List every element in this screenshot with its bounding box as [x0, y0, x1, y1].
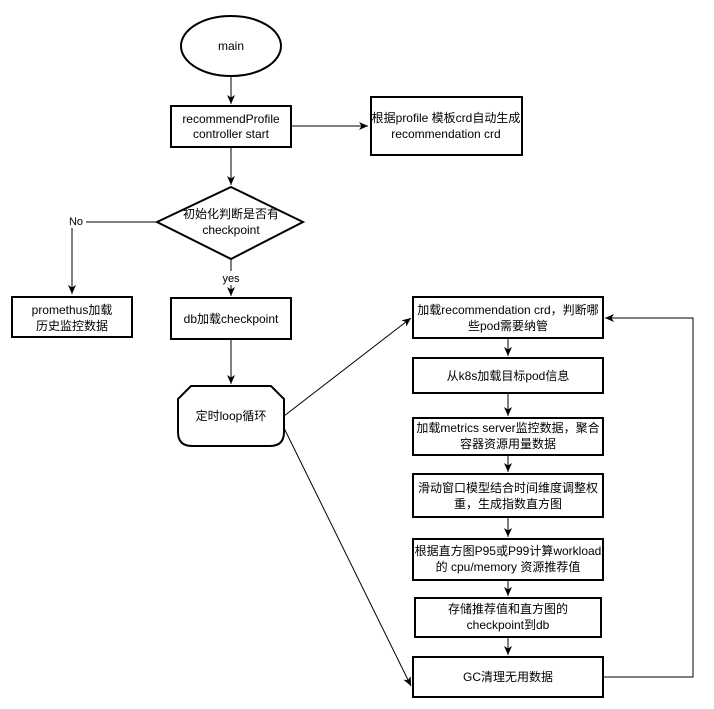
init-check-diamond	[154, 185, 306, 261]
load-pod-label: 从k8s加载目标pod信息	[447, 368, 570, 383]
sliding-line2: 重，生成指数直方图	[454, 496, 562, 511]
histogram-line1: 根据直方图P95或P99计算workload	[415, 543, 602, 558]
node-gc: GC清理无用数据	[412, 656, 604, 698]
prometheus-line2: 历史监控数据	[36, 318, 108, 333]
edge-label-yes: yes	[222, 273, 240, 285]
recommend-profile-line1: recommendProfile	[182, 112, 280, 126]
node-loop: 定时loop循环	[177, 385, 285, 447]
loop-shape	[177, 385, 285, 447]
gc-box	[412, 656, 604, 698]
main-ellipse	[180, 15, 282, 77]
node-histogram: 根据直方图P95或P99计算workload 的 cpu/memory 资源推荐…	[412, 538, 604, 581]
auto-generate-box	[370, 96, 523, 156]
edge-label-no: No	[69, 216, 83, 228]
edge-label-yes-bg	[218, 271, 244, 285]
connectors	[68, 76, 694, 687]
edge-gc-loopback	[603, 314, 694, 678]
recommend-profile-line2: controller start	[193, 127, 270, 141]
node-main: main	[180, 15, 282, 77]
node-sliding: 滑动窗口模型结合时间维度调整权 重，生成指数直方图	[412, 473, 604, 518]
metrics-line1: 加载metrics server监控数据，聚合	[416, 420, 599, 435]
auto-generate-line1: 根据profile 模板crd自动生成	[372, 111, 521, 125]
edge-loop-to-gc	[283, 427, 412, 687]
node-recommend-profile: recommendProfile controller start	[170, 105, 292, 148]
sliding-line1: 滑动窗口模型结合时间维度调整权	[418, 480, 598, 495]
store-line1: 存储推荐值和直方图的	[448, 601, 568, 616]
recommend-profile-box	[170, 105, 292, 148]
load-pod-box	[412, 357, 604, 394]
db-load-box	[170, 297, 292, 340]
store-box	[414, 597, 602, 638]
metrics-box	[412, 417, 604, 456]
node-init-check: 初始化判断是否有 checkpoint	[154, 185, 306, 261]
node-db-load: db加载checkpoint	[170, 297, 292, 340]
db-load-label: db加载checkpoint	[184, 312, 279, 326]
load-crd-line2: 些pod需要纳管	[468, 318, 548, 333]
edge-label-no-bg	[66, 214, 86, 228]
prometheus-box	[11, 296, 133, 338]
gc-label: GC清理无用数据	[463, 669, 553, 684]
edge-initcheck-no	[68, 221, 157, 294]
load-crd-line1: 加载recommendation crd，判断哪	[417, 302, 598, 317]
node-auto-generate: 根据profile 模板crd自动生成 recommendation crd	[370, 96, 523, 156]
node-store: 存储推荐值和直方图的 checkpoint到db	[414, 597, 602, 638]
sliding-box	[412, 473, 604, 518]
loop-label: 定时loop循环	[196, 408, 267, 423]
node-prometheus: promethus加载 历史监控数据	[11, 296, 133, 338]
metrics-line2: 容器资源用量数据	[460, 436, 556, 451]
auto-generate-line2: recommendation crd	[391, 127, 500, 141]
node-metrics: 加载metrics server监控数据，聚合 容器资源用量数据	[412, 417, 604, 456]
histogram-box	[412, 538, 604, 581]
init-check-line2: checkpoint	[202, 223, 260, 237]
prometheus-line1: promethus加载	[32, 303, 113, 317]
main-label: main	[218, 39, 244, 53]
load-crd-box	[412, 296, 604, 339]
store-line2: checkpoint到db	[467, 618, 550, 632]
init-check-line1: 初始化判断是否有	[183, 206, 279, 221]
node-load-crd: 加载recommendation crd，判断哪 些pod需要纳管	[412, 296, 604, 339]
node-load-pod: 从k8s加载目标pod信息	[412, 357, 604, 394]
histogram-line2: 的 cpu/memory 资源推荐值	[436, 559, 581, 574]
edge-loop-to-loadcrd	[283, 317, 412, 417]
